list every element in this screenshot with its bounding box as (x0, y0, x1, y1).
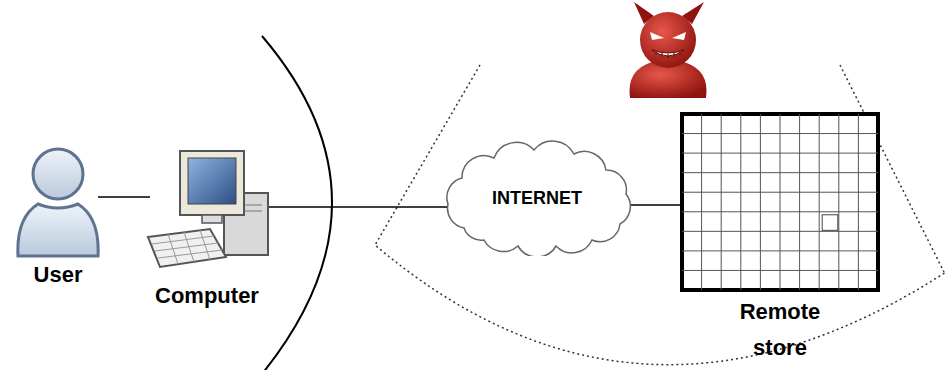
untrusted-region (375, 65, 946, 365)
network-link (628, 204, 680, 206)
boundary-arc (262, 36, 332, 370)
computer-icon: Computer (140, 145, 274, 309)
network-link (268, 206, 456, 208)
user-icon-shape (12, 138, 104, 260)
computer-icon-shape (140, 145, 274, 281)
store-label: Remote store (725, 294, 835, 366)
internet-cloud: INTERNET (434, 140, 640, 256)
devil-icon (629, 2, 706, 98)
remote-store: Remote store (680, 112, 880, 366)
remote-store-shape (680, 112, 880, 292)
cloud-label: INTERNET (492, 185, 582, 211)
user-label: User (12, 262, 104, 288)
network-link (98, 196, 150, 198)
computer-label: Computer (140, 283, 274, 309)
user-icon: User (12, 138, 104, 288)
